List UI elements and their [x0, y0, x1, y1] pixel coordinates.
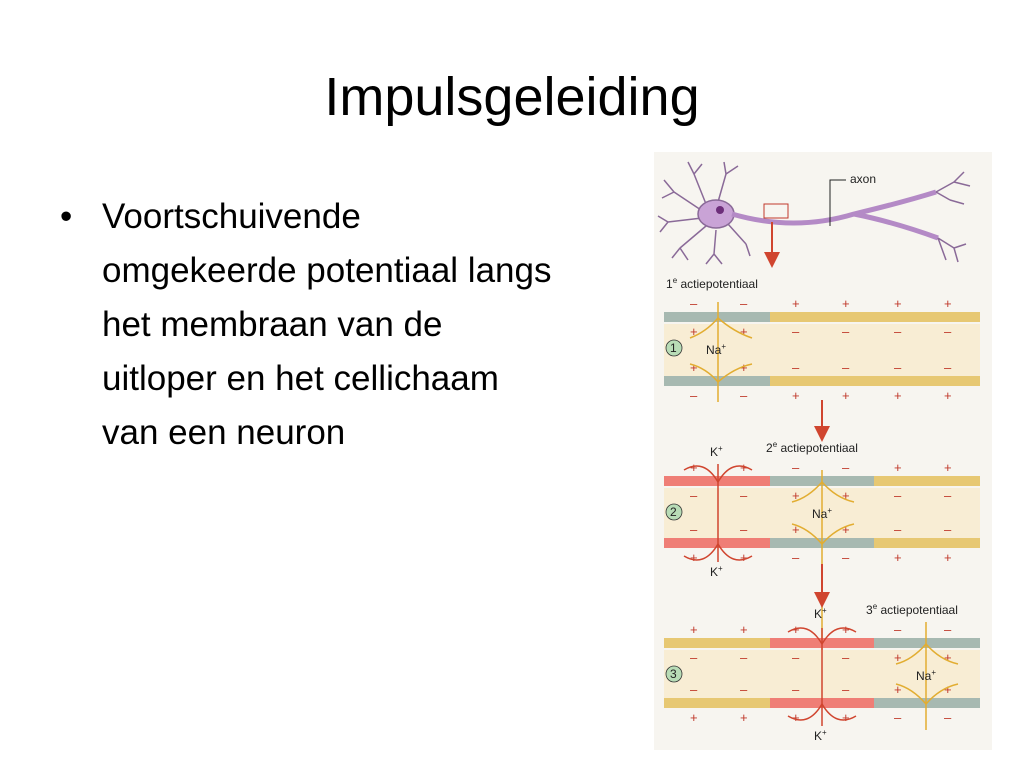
svg-text:–: –	[842, 550, 850, 565]
svg-text:–: –	[944, 324, 952, 339]
svg-text:+: +	[792, 522, 800, 537]
svg-text:–: –	[792, 460, 800, 475]
svg-text:–: –	[690, 682, 698, 697]
svg-text:–: –	[944, 360, 952, 375]
axon-label: axon	[850, 172, 876, 186]
svg-text:–: –	[944, 522, 952, 537]
svg-text:+: +	[792, 388, 800, 403]
svg-text:–: –	[792, 360, 800, 375]
svg-text:–: –	[740, 388, 748, 403]
svg-text:–: –	[894, 360, 902, 375]
svg-text:–: –	[894, 488, 902, 503]
svg-text:–: –	[690, 650, 698, 665]
svg-text:+: +	[690, 622, 698, 637]
svg-text:–: –	[894, 710, 902, 725]
svg-text:+: +	[944, 296, 952, 311]
svg-text:+: +	[944, 550, 952, 565]
svg-text:–: –	[740, 296, 748, 311]
svg-text:+: +	[894, 296, 902, 311]
stage2-label: 2e actiepotentiaal	[766, 440, 858, 455]
svg-text:+: +	[842, 488, 850, 503]
svg-text:+: +	[690, 360, 698, 375]
svg-text:–: –	[894, 622, 902, 637]
svg-text:–: –	[842, 460, 850, 475]
svg-text:–: –	[690, 388, 698, 403]
svg-text:+: +	[792, 622, 800, 637]
axon-segment-stage-3: + + + + – – – – – – + + – – – – + + + + + + – – K+ K+ Na+ 3	[664, 606, 980, 743]
svg-text:–: –	[690, 296, 698, 311]
svg-text:+: +	[690, 460, 698, 475]
svg-text:–: –	[740, 682, 748, 697]
svg-text:–: –	[740, 650, 748, 665]
svg-text:+: +	[944, 460, 952, 475]
svg-text:+: +	[894, 550, 902, 565]
svg-text:–: –	[792, 650, 800, 665]
k-label-2-top: K+	[710, 444, 723, 459]
svg-text:+: +	[740, 550, 748, 565]
svg-text:+: +	[894, 650, 902, 665]
k-label-3-bottom: K+	[814, 728, 827, 743]
neuron-illustration: axon	[657, 161, 971, 268]
svg-text:+: +	[740, 360, 748, 375]
svg-text:–: –	[740, 488, 748, 503]
step-number-3: 3	[670, 667, 677, 681]
k-label-3-top: K+	[814, 606, 827, 621]
svg-text:+: +	[944, 650, 952, 665]
step-number-1: 1	[670, 341, 677, 355]
svg-text:+: +	[740, 710, 748, 725]
axon-segment-stage-1: – – + + + + + + – – – – + + – – – – – – + + + + Na+ 1	[664, 296, 980, 403]
svg-text:+: +	[690, 710, 698, 725]
bullet-list: • Voortschuivende omgekeerde potentiaal …	[60, 190, 650, 460]
svg-text:+: +	[792, 296, 800, 311]
svg-text:+: +	[690, 324, 698, 339]
action-potential-figure: axon 1e actiepotentiaal ––++++ ++–––– ++…	[654, 152, 992, 750]
svg-text:–: –	[792, 682, 800, 697]
svg-text:–: –	[842, 682, 850, 697]
svg-text:+: +	[740, 460, 748, 475]
svg-text:+: +	[944, 682, 952, 697]
axon-segment-stage-2: + + – – + + – – + + – – – – + + – – + + – – + + K+ K+ Na+ 2	[664, 444, 980, 652]
svg-text:–: –	[944, 488, 952, 503]
svg-text:+: +	[690, 550, 698, 565]
stage3-label: 3e actiepotentiaal	[866, 602, 958, 617]
svg-text:+: +	[740, 324, 748, 339]
svg-text:–: –	[842, 650, 850, 665]
step-number-2: 2	[670, 505, 677, 519]
svg-text:+: +	[842, 388, 850, 403]
svg-text:+: +	[842, 710, 850, 725]
svg-text:+: +	[842, 622, 850, 637]
na-label-2: Na+	[812, 506, 832, 521]
svg-text:–: –	[792, 550, 800, 565]
svg-text:+: +	[842, 522, 850, 537]
svg-text:–: –	[690, 488, 698, 503]
bullet-text: Voortschuivende omgekeerde potentiaal la…	[102, 197, 552, 452]
svg-text:+: +	[792, 488, 800, 503]
na-label-1: Na+	[706, 342, 726, 357]
svg-text:+: +	[894, 460, 902, 475]
svg-text:+: +	[944, 388, 952, 403]
svg-text:+: +	[894, 388, 902, 403]
svg-text:+: +	[894, 682, 902, 697]
svg-text:–: –	[842, 324, 850, 339]
svg-text:–: –	[894, 324, 902, 339]
svg-text:–: –	[944, 622, 952, 637]
svg-text:+: +	[792, 710, 800, 725]
bullet-point: •	[60, 197, 73, 236]
svg-text:–: –	[894, 522, 902, 537]
svg-text:–: –	[740, 522, 748, 537]
svg-text:+: +	[842, 296, 850, 311]
svg-text:–: –	[690, 522, 698, 537]
na-label-3: Na+	[916, 668, 936, 683]
slide-title: Impulsgeleiding	[324, 67, 700, 127]
svg-text:–: –	[792, 324, 800, 339]
svg-text:–: –	[944, 710, 952, 725]
stage1-label: 1e actiepotentiaal	[666, 276, 758, 291]
svg-text:–: –	[842, 360, 850, 375]
k-label-2-bottom: K+	[710, 564, 723, 579]
svg-text:+: +	[740, 622, 748, 637]
